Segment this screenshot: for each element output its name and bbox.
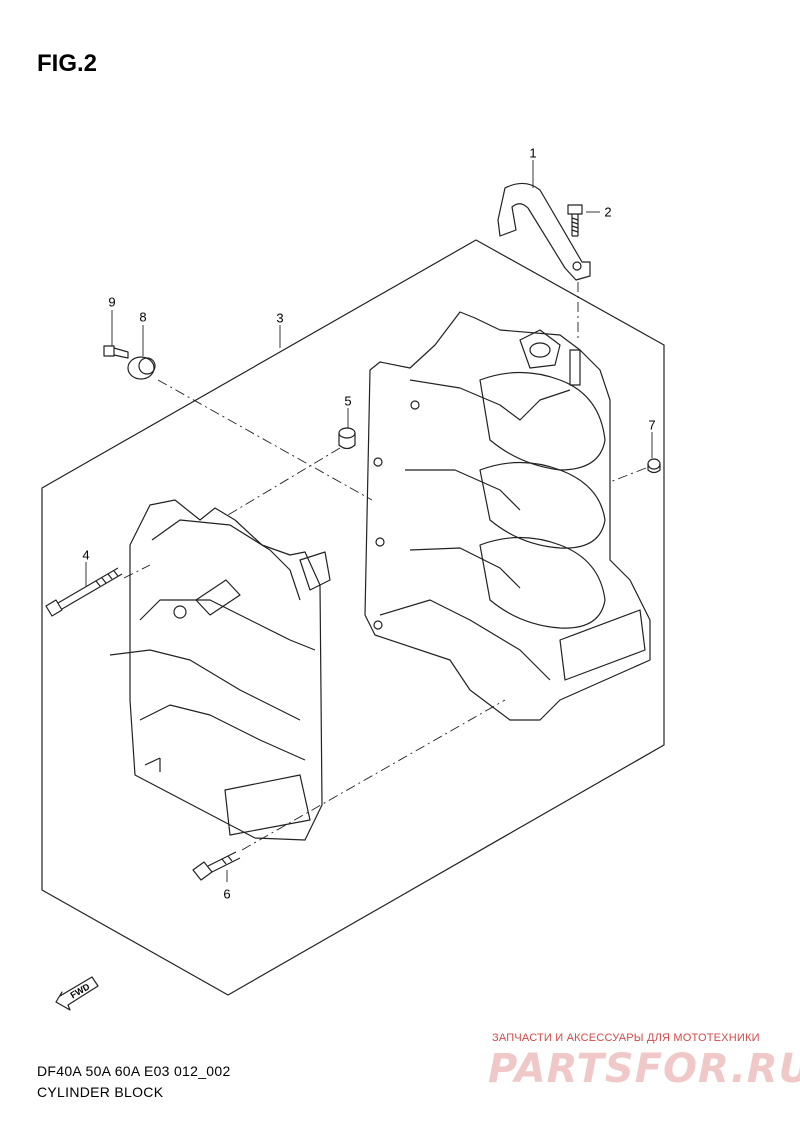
watermark-tagline: ЗАПЧАСТИ И АКСЕССУАРЫ ДЛЯ МОТОТЕХНИКИ — [492, 1032, 760, 1044]
bolt-9-part — [103, 345, 129, 359]
figure-title: FIG.2 — [37, 50, 98, 77]
callout-8: 8 — [139, 309, 147, 325]
callout-5: 5 — [344, 393, 352, 409]
callout-3: 3 — [276, 310, 284, 326]
callout-7: 7 — [648, 417, 656, 433]
washer-part — [127, 356, 156, 380]
callout-1: 1 — [529, 145, 537, 161]
long-bolt-part — [45, 567, 123, 617]
bracket-part — [497, 182, 591, 281]
bolt-2-part — [567, 204, 583, 237]
right-block — [364, 311, 651, 721]
flange-bolt-part — [192, 851, 241, 881]
left-block-half — [109, 499, 331, 841]
dowel-part — [338, 427, 356, 450]
fwd-arrow-icon — [55, 976, 99, 1011]
diagram-code: DF40A 50A 60A E03 012_002 — [37, 1063, 231, 1079]
diagram-name: CYLINDER BLOCK — [37, 1084, 164, 1100]
callout-6: 6 — [223, 886, 231, 902]
assembly-box-outline — [41, 239, 665, 996]
plug-part — [647, 458, 661, 474]
leader-lines — [85, 160, 653, 882]
callout-9: 9 — [108, 294, 116, 310]
callout-2: 2 — [604, 204, 612, 220]
callout-4: 4 — [82, 547, 90, 563]
watermark-logo: PARTSFOR.RU — [488, 1046, 800, 1092]
assembly-guide-lines — [123, 282, 647, 851]
